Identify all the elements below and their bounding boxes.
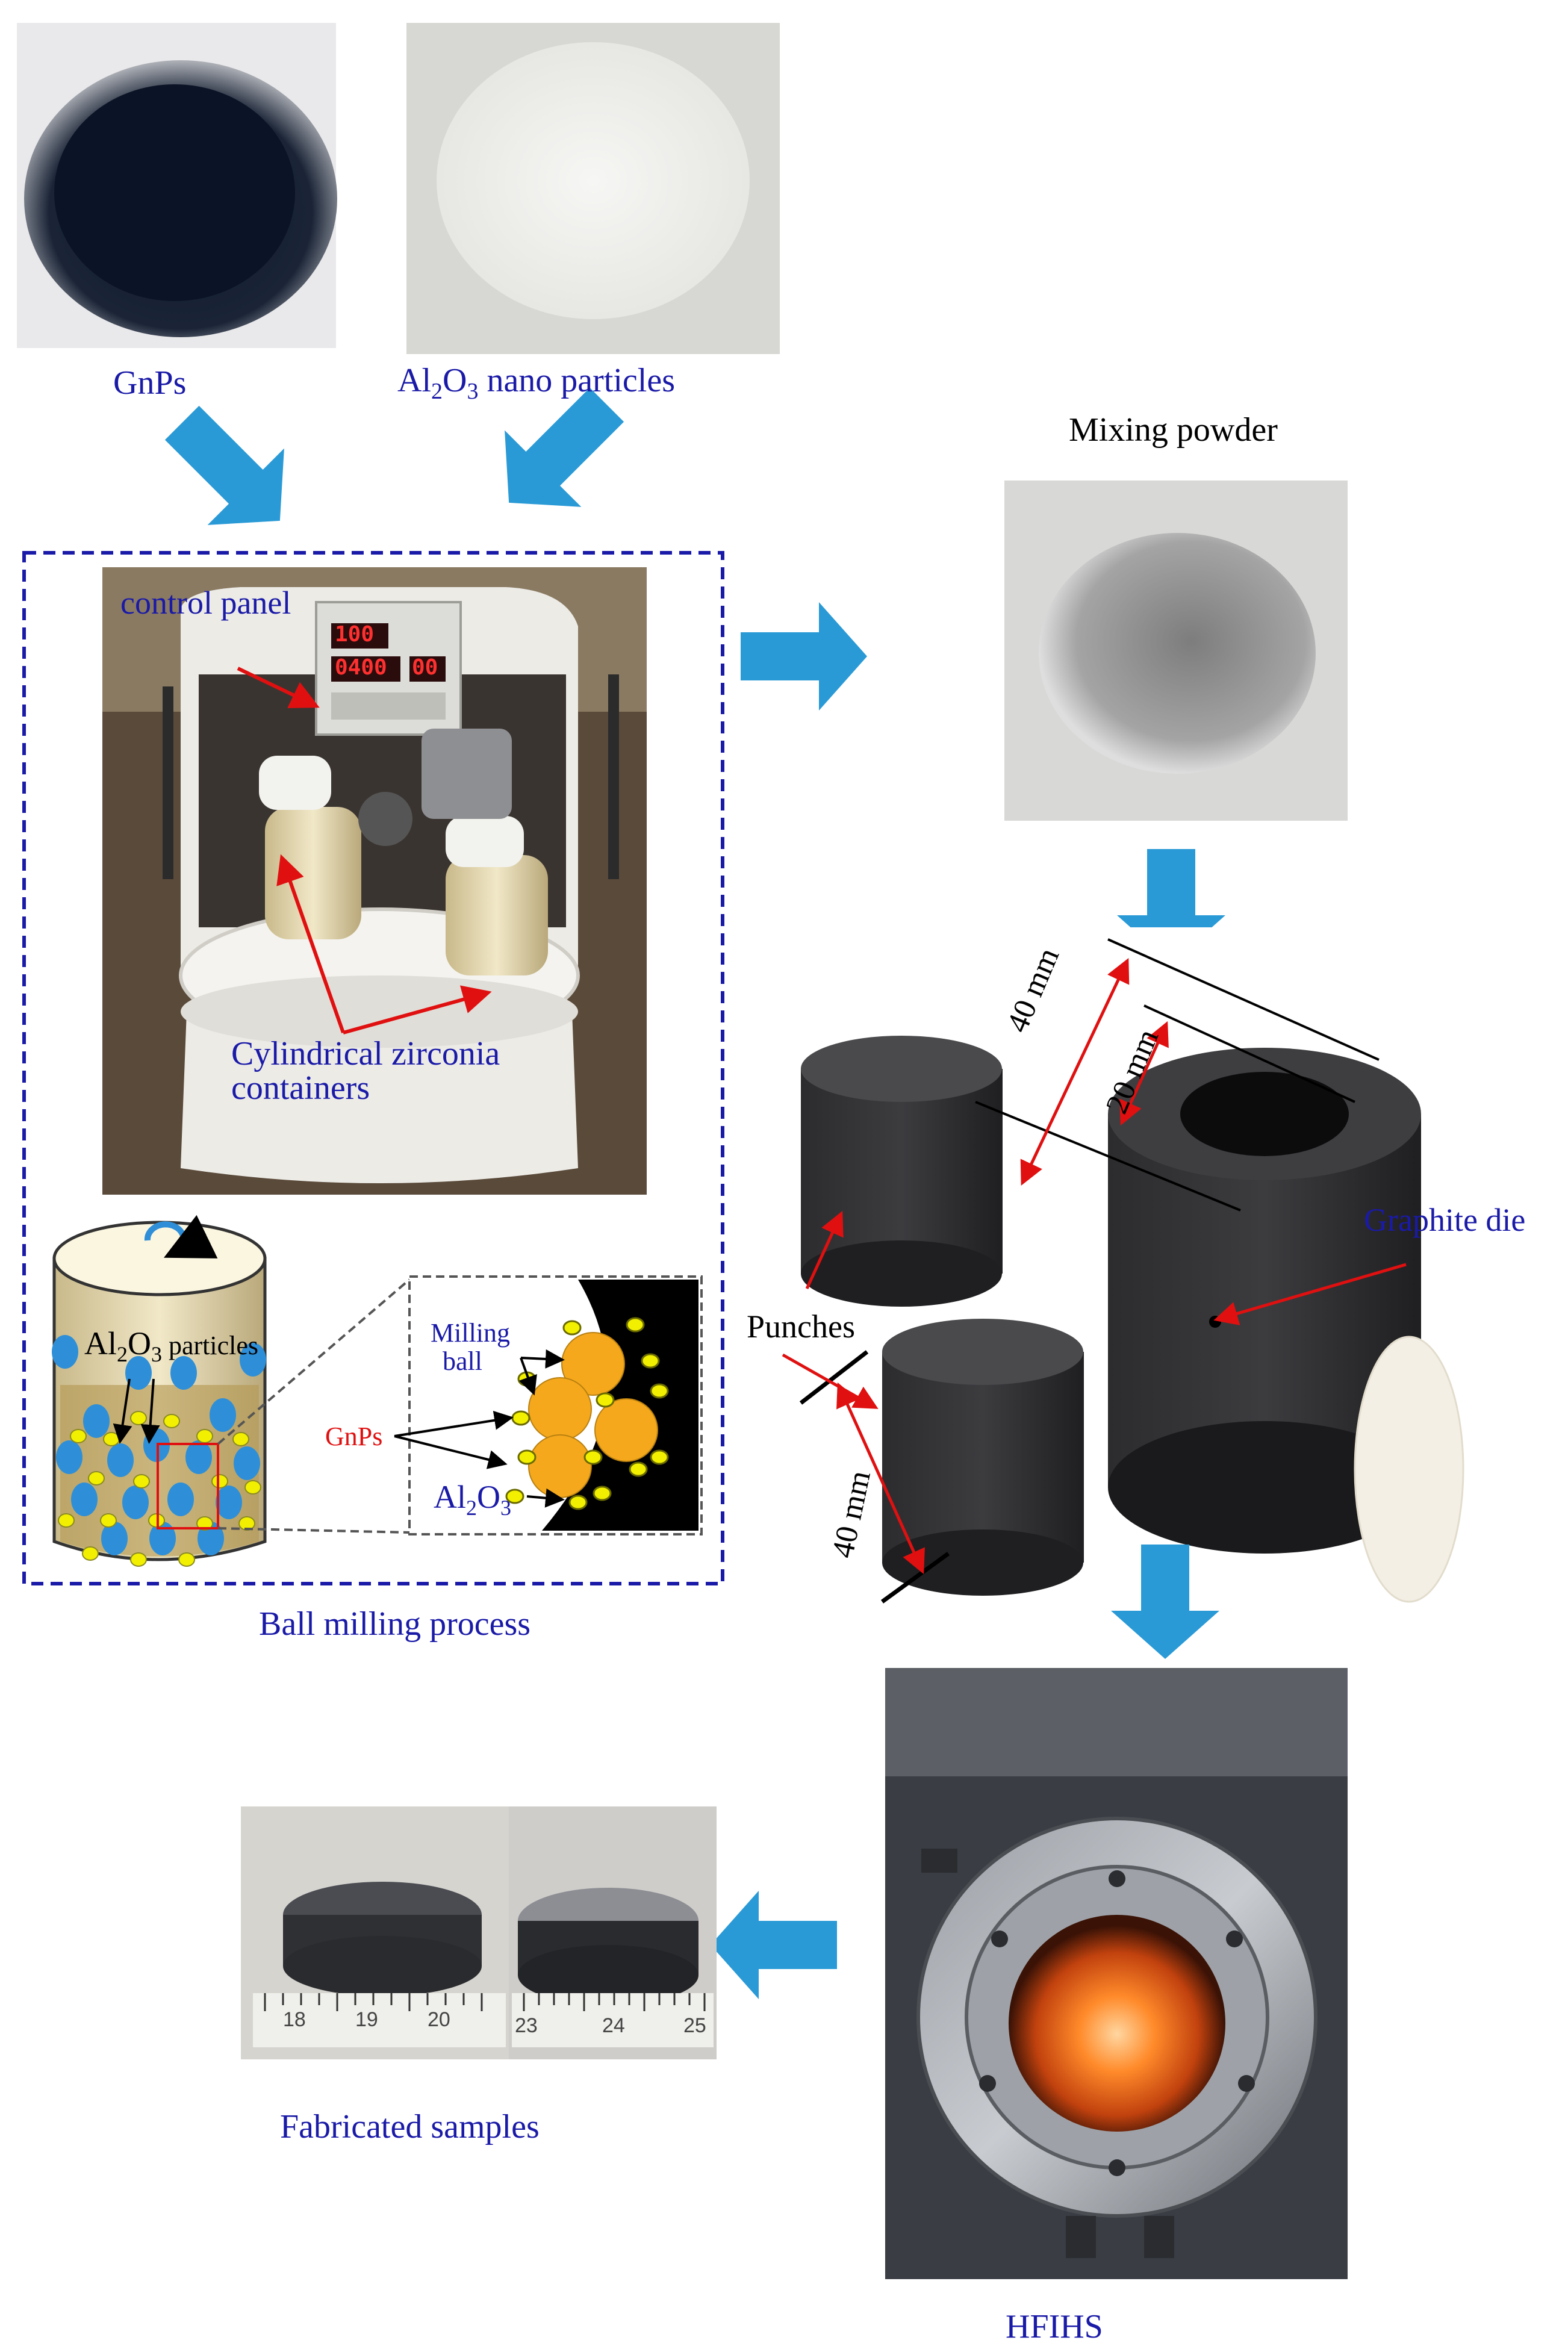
caption-alumina: Al2O3 nano particles — [397, 362, 675, 405]
punch-tick-bottom — [880, 1552, 950, 1604]
particles-pointer-1 — [113, 1378, 132, 1444]
label-ball: ball — [443, 1346, 482, 1376]
ruler-right-25: 25 — [683, 2014, 706, 2037]
display-time: 0400 — [335, 655, 387, 680]
jar-gnp-particles — [58, 1411, 261, 1567]
arrow-die-to-hfihs — [1111, 1545, 1219, 1659]
fabricated-samples-photo-left — [241, 1806, 509, 2059]
caption-hfihs: HFIHS — [1006, 2308, 1103, 2345]
dim-arrow-40-top — [1020, 957, 1130, 1186]
ball-milling-frame — [22, 551, 724, 1585]
label-cylindrical-containers-line1: Cylindrical zirconia — [231, 1035, 500, 1072]
arrow-mill-to-mixing — [741, 602, 867, 711]
caption-gnps: GnPs — [113, 364, 187, 402]
container-pointer-2 — [343, 985, 492, 1034]
jar-zoom-box — [157, 1443, 219, 1529]
label-al2o3-particles: Al2O3 particles — [84, 1325, 259, 1366]
caption-fabricated-samples: Fabricated samples — [280, 2108, 540, 2145]
fabricated-samples-photo-right — [509, 1806, 717, 2059]
label-al2o3-inset: Al2O3 — [434, 1479, 511, 1520]
gnps-pointer-1 — [394, 1410, 514, 1437]
mixing-powder-photo — [1004, 481, 1348, 821]
ruler-right-23: 23 — [515, 2014, 538, 2037]
dim-arrow-40-bottom — [836, 1382, 925, 1575]
ruler-right-24: 24 — [602, 2014, 625, 2037]
milling-ball-pointer-2 — [518, 1357, 537, 1396]
jar-alumina-particles — [52, 1335, 266, 1555]
hfihs-photo — [885, 1668, 1348, 2279]
zoom-connector-top — [217, 1278, 411, 1445]
caption-ball-milling-process: Ball milling process — [259, 1605, 531, 1643]
milling-balls — [528, 1332, 658, 1498]
zoom-connector-bottom — [217, 1527, 410, 1534]
arrow-hfihs-to-samples — [711, 1891, 837, 1999]
inset-gnp-particles — [505, 1317, 669, 1510]
label-graphite-die: Graphite die — [1364, 1202, 1526, 1238]
container-pointer-1 — [276, 854, 345, 1033]
dim-arrow-20 — [1119, 1021, 1169, 1126]
die-pointer — [1213, 1263, 1407, 1325]
gnps-powder-photo — [17, 23, 337, 348]
ruler-left-20: 20 — [428, 2008, 450, 2031]
graphite-die-photo — [777, 927, 1464, 1623]
control-panel-pointer — [237, 667, 320, 709]
ball-mill-photo — [102, 567, 647, 1195]
label-cylindrical-containers-line2: containers — [231, 1069, 370, 1107]
display-speed: 100 — [335, 622, 375, 647]
dim-line-b — [1107, 938, 1380, 1061]
label-gnps-schematic: GnPs — [325, 1422, 383, 1451]
ruler-left-19: 19 — [355, 2008, 378, 2031]
label-control-panel: control panel — [120, 585, 291, 621]
arrow-gnps-to-mill — [164, 405, 284, 525]
label-punches: Punches — [747, 1308, 855, 1345]
label-milling: Milling — [431, 1318, 511, 1348]
ruler-left-18: 18 — [283, 2008, 306, 2031]
punch-tick-top — [799, 1350, 869, 1405]
particles-pointer-2 — [140, 1378, 160, 1444]
gnps-pointer-2 — [394, 1435, 508, 1469]
alumina-powder-photo — [406, 23, 780, 354]
punch-pointer-1 — [805, 1210, 844, 1290]
arrow-alumina-to-mill — [505, 387, 624, 507]
milling-ball-pointer-1 — [520, 1349, 565, 1369]
inset-alumina-pointer — [526, 1488, 565, 1508]
caption-mixing-powder: Mixing powder — [1069, 411, 1278, 449]
dim-line-c — [1143, 1004, 1355, 1103]
display-small: 00 — [412, 655, 438, 680]
